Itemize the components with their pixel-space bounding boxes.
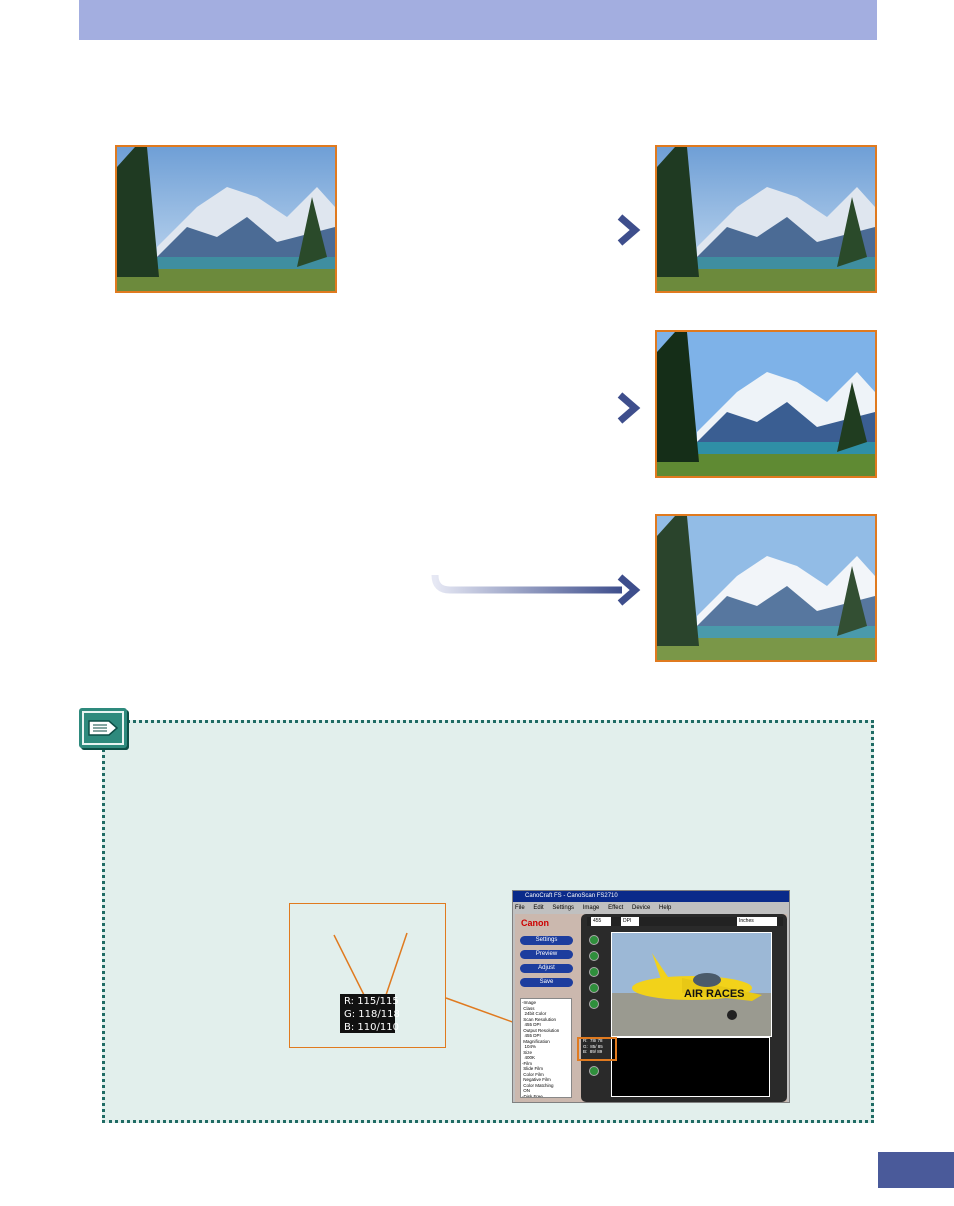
page-number-tab: [878, 1152, 954, 1188]
preview-button[interactable]: Preview: [520, 950, 573, 959]
rgb-green: G: 118∕118: [344, 1009, 400, 1020]
histogram-area: [611, 1037, 770, 1097]
output-photo-3: [655, 514, 877, 662]
preview-text: AIR RACES: [684, 988, 745, 1000]
arrow-right-icon: [617, 574, 641, 606]
menu-effect[interactable]: Effect: [608, 905, 624, 911]
arrow-right-icon: [617, 214, 641, 246]
menu-edit[interactable]: Edit: [533, 905, 544, 911]
help-button[interactable]: [589, 1066, 599, 1076]
adjust-button[interactable]: Adjust: [520, 964, 573, 973]
resolution-field[interactable]: 455: [591, 917, 611, 926]
rgb-blue: B: 110∕110: [344, 1022, 399, 1033]
scanner-app-window: CanoCraft FS - CanoScan FS2710 File Edit…: [512, 890, 790, 1103]
mini-rgb-readout: R: 78/ 78 G: 85/ 85 B: 89/ 89: [583, 1038, 603, 1054]
branch-arrows: [358, 214, 641, 606]
canon-logo: Canon: [521, 918, 549, 928]
measure-select[interactable]: Inches: [737, 917, 777, 926]
menu-image[interactable]: Image: [582, 905, 600, 911]
tool-button-2[interactable]: [589, 951, 599, 961]
window-body: Canon Settings Preview Adjust Save -Imag…: [515, 914, 787, 1102]
window-title: CanoCraft FS - CanoScan FS2710: [513, 891, 789, 902]
tool-button-1[interactable]: [589, 935, 599, 945]
info-panel: -Image Class 24bit Color Scan Resolution…: [520, 998, 572, 1098]
save-button[interactable]: Save: [520, 978, 573, 987]
menu-help[interactable]: Help: [659, 905, 672, 911]
header-bar: [79, 0, 877, 40]
tool-button-3[interactable]: [589, 967, 599, 977]
tool-button-4[interactable]: [589, 983, 599, 993]
note-pencil-icon: [79, 708, 127, 748]
output-photo-1: [655, 145, 877, 293]
unit-select[interactable]: DPI: [621, 917, 639, 926]
arrow-right-icon: [617, 392, 641, 424]
tool-button-5[interactable]: [589, 999, 599, 1009]
source-photo: [115, 145, 337, 293]
menu-settings[interactable]: Settings: [552, 905, 575, 911]
toolbar: 455 DPI Inches: [587, 917, 783, 926]
output-photo-2: [655, 330, 877, 478]
rgb-readout: R: 115∕115 G: 118∕118 B: 110∕110: [340, 994, 400, 1033]
menu-file[interactable]: File: [515, 905, 525, 911]
menu-bar: File Edit Settings Image Effect Device H…: [515, 903, 787, 913]
menu-device[interactable]: Device: [631, 905, 651, 911]
arrow-line-3: [431, 574, 622, 594]
rgb-callout-frame: [289, 903, 446, 1048]
preview-image: AIR RACES: [611, 932, 772, 1037]
rgb-red: R: 115∕115: [344, 996, 399, 1007]
settings-button[interactable]: Settings: [520, 936, 573, 945]
rgb-highlight-box: [577, 1037, 617, 1061]
